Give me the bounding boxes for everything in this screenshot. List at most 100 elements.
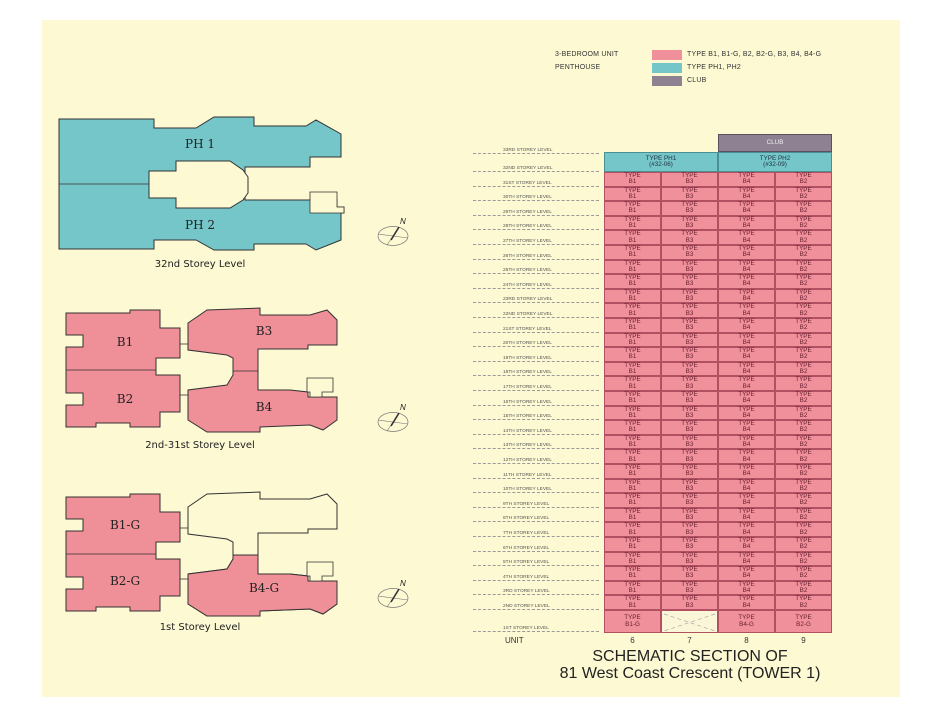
cell-text: B1 bbox=[628, 382, 637, 390]
cell-text: TYPE bbox=[795, 361, 812, 369]
level-text: 25TH STOREY LEVEL bbox=[501, 268, 554, 274]
cell-text: B4 bbox=[742, 222, 751, 230]
level-line bbox=[473, 244, 599, 245]
cell-text: TYPE bbox=[738, 274, 755, 282]
cell-text: B3 bbox=[685, 382, 694, 390]
level-line bbox=[473, 609, 599, 610]
cell-text: TYPE bbox=[624, 376, 641, 384]
level-text: 1ST STOREY LEVEL bbox=[501, 626, 551, 631]
cell-text: B2 bbox=[799, 470, 808, 478]
storey-level-label: 19TH STOREY LEVEL bbox=[473, 355, 599, 362]
cell-text: TYPE bbox=[795, 376, 812, 384]
cell-text: B3 bbox=[685, 543, 694, 551]
cell-text: B1 bbox=[628, 251, 637, 259]
cell-text: TYPE bbox=[624, 288, 641, 296]
storey-level-label: 23RD STOREY LEVEL bbox=[473, 297, 599, 304]
cell-text: B1 bbox=[628, 397, 637, 405]
cell-text: TYPE bbox=[681, 391, 698, 398]
cell-text: B1 bbox=[628, 280, 637, 288]
cell-text: B2 bbox=[799, 207, 808, 215]
cell-text: B1 bbox=[628, 411, 637, 419]
level-line bbox=[473, 185, 599, 187]
cell-text: TYPE bbox=[681, 464, 698, 471]
level-line bbox=[473, 521, 599, 523]
compass-north-label: N bbox=[400, 403, 406, 412]
cell-text: TYPE bbox=[624, 230, 641, 238]
cell-text: TYPE bbox=[738, 376, 755, 384]
cell-text: TYPE bbox=[738, 405, 755, 413]
cell-text: TYPE bbox=[738, 172, 755, 179]
cell-text: TYPE bbox=[681, 172, 698, 179]
cell-text: B3 bbox=[685, 441, 694, 449]
storey-level-label: 15TH STOREY LEVEL bbox=[473, 414, 599, 421]
cell-text: B2-G bbox=[796, 620, 811, 628]
storey-level-label: 33RD STOREY LEVEL bbox=[473, 148, 599, 154]
cell-text: B1 bbox=[628, 265, 637, 273]
club-block: CLUB bbox=[718, 134, 832, 152]
cell-text: B1 bbox=[628, 441, 637, 449]
cell-text: B1 bbox=[628, 514, 637, 522]
cell-text: B3 bbox=[685, 265, 694, 273]
cell-text: TYPE bbox=[624, 332, 641, 340]
north-compass-icon bbox=[377, 411, 409, 433]
cell-text: TYPE bbox=[681, 493, 698, 501]
cell-text: B3 bbox=[685, 222, 694, 230]
cell-text: TYPE bbox=[624, 464, 641, 471]
plan-caption: 1st Storey Level bbox=[159, 622, 241, 633]
cell-text: B3 bbox=[685, 455, 694, 463]
unit-label-b1g: B1-G bbox=[110, 518, 140, 532]
cell-text: (#32-06) bbox=[649, 161, 673, 168]
cell-text: B4 bbox=[742, 484, 751, 492]
level-text: 5TH STOREY LEVEL bbox=[501, 560, 552, 566]
cell-text: B1 bbox=[628, 178, 637, 186]
cell-text: B2 bbox=[799, 557, 808, 565]
level-line bbox=[473, 153, 599, 154]
level-line bbox=[473, 492, 599, 494]
cell-text: TYPE bbox=[624, 537, 641, 544]
storey-level-label: 18TH STOREY LEVEL bbox=[473, 370, 599, 377]
unit-number: 9 bbox=[801, 636, 806, 645]
cell-text: TYPE bbox=[795, 259, 812, 267]
level-line bbox=[473, 463, 599, 464]
section-subtitle: 81 West Coast Crescent (TOWER 1) bbox=[559, 665, 821, 682]
cell-text: TYPE bbox=[738, 186, 755, 194]
void-cross-icon bbox=[663, 613, 716, 632]
cell-text: B2 bbox=[799, 295, 808, 303]
cell-text: B4 bbox=[742, 499, 751, 507]
cell-text: TYPE bbox=[681, 288, 698, 296]
cell-text: TYPE bbox=[795, 420, 812, 428]
cell-text: TYPE bbox=[624, 522, 641, 530]
storey-level-label: 17TH STOREY LEVEL bbox=[473, 385, 599, 391]
level-line bbox=[473, 579, 599, 581]
legend-category: 3-BEDROOM UNIT bbox=[555, 51, 619, 58]
cell-text: B3 bbox=[685, 572, 694, 580]
cell-text: B1 bbox=[628, 470, 637, 478]
cell-text: B3 bbox=[685, 557, 694, 565]
cell-text: TYPE bbox=[795, 230, 812, 238]
